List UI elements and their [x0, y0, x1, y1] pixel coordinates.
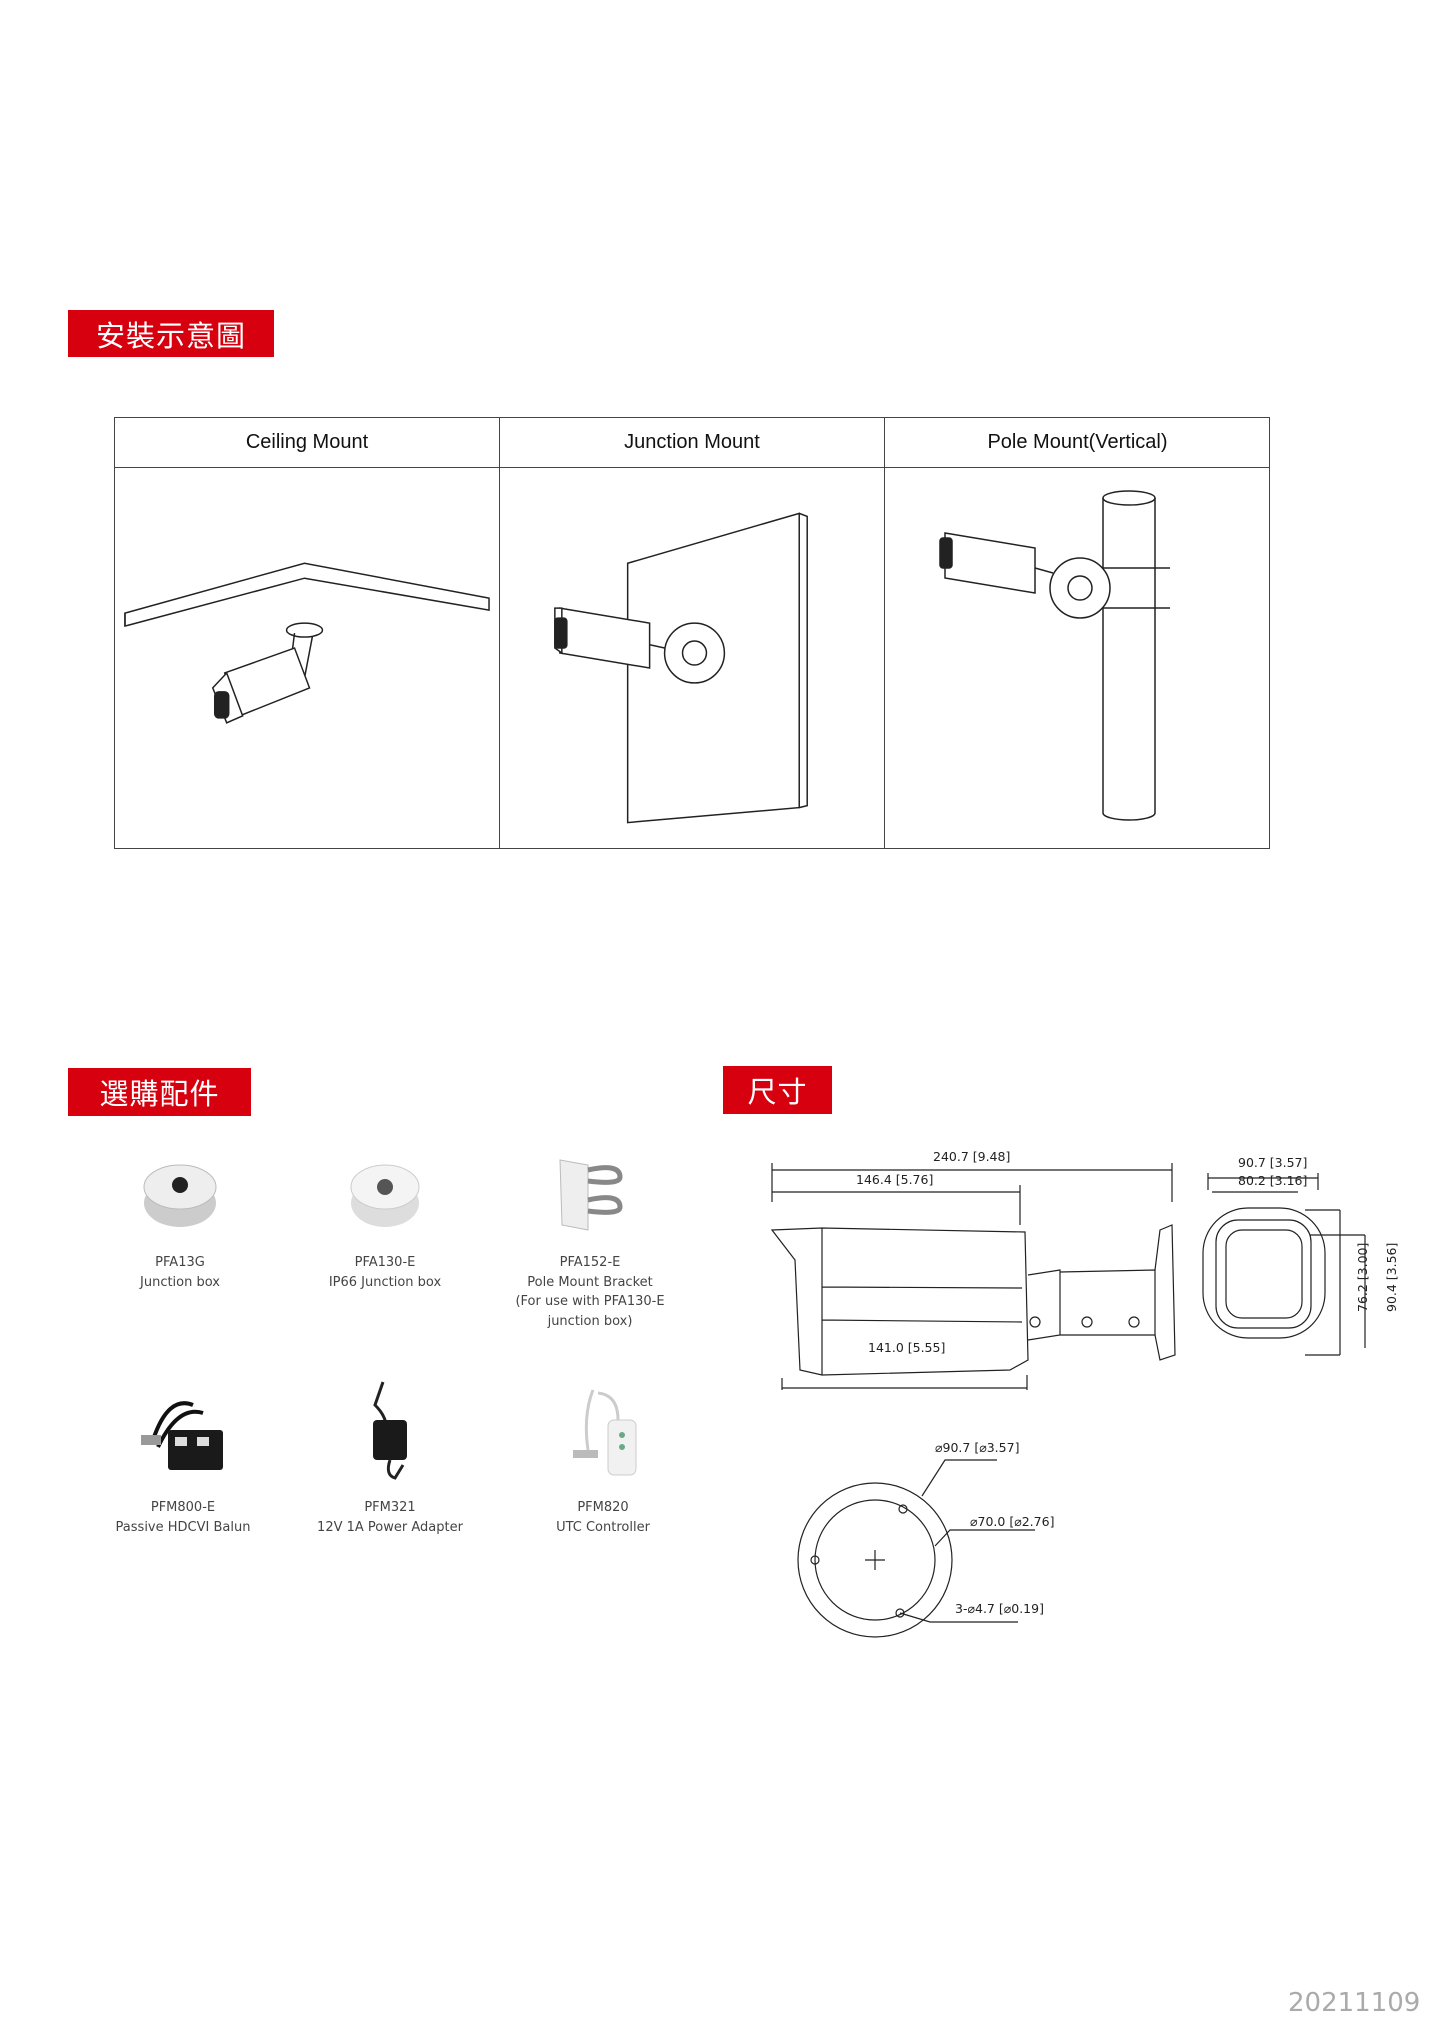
dim-hole-circle: ⌀70.0 [⌀2.76] — [970, 1514, 1055, 1529]
accessory-model: PFA130-E — [354, 1255, 416, 1270]
dim-total-length: 240.7 [9.48] — [933, 1149, 1011, 1164]
accessory-pfm800e: PFM800-E Passive HDCVI Balun — [83, 1385, 283, 1537]
accessory-desc: IP66 Junction box — [328, 1274, 442, 1290]
accessory-model: PFM800-E — [150, 1500, 216, 1515]
utc-controller-icon — [573, 1389, 637, 1476]
dimensions-heading: 尺寸 — [723, 1066, 832, 1114]
dim-bottom-length: 141.0 [5.55] — [868, 1340, 946, 1355]
mount-table: Ceiling Mount Junction Mount Pole Mount(… — [114, 417, 1270, 849]
junction-mount-illustration — [500, 468, 885, 848]
accessory-pfa130e: PFA130-E IP66 Junction box — [285, 1155, 485, 1292]
power-adapter-icon — [373, 1381, 407, 1480]
accessory-pfm820: PFM820 UTC Controller — [503, 1385, 703, 1537]
accessory-desc: (For use with PFA130-E — [515, 1294, 665, 1309]
dim-base-diameter: ⌀90.7 [⌀3.57] — [935, 1440, 1020, 1455]
header-pole-mount: Pole Mount(Vertical) — [885, 418, 1270, 468]
dim-front-height: 90.4 [3.56] — [1384, 1242, 1399, 1312]
pole-mount-illustration — [885, 468, 1270, 848]
ip66-junction-box-icon — [350, 1164, 420, 1227]
accessory-desc: Pole Mount Bracket — [527, 1274, 653, 1290]
accessory-pfa152e: PFA152-E Pole Mount Bracket (For use wit… — [490, 1155, 690, 1331]
accessory-pfm321: PFM321 12V 1A Power Adapter — [290, 1380, 490, 1537]
pole-bracket-icon — [559, 1159, 623, 1231]
accessory-desc: junction box) — [547, 1313, 633, 1329]
camera-side-view-drawing — [770, 1163, 1366, 1390]
balun-icon — [141, 1401, 223, 1470]
dim-inner-height: 76.2 [3.00] — [1355, 1242, 1370, 1312]
accessory-model: PFM820 — [577, 1500, 629, 1515]
mounting-base-drawing — [797, 1459, 1035, 1638]
header-junction-mount: Junction Mount — [500, 418, 885, 468]
document-date: 20211109 — [1288, 1988, 1421, 2018]
accessory-pfa13g: PFA13G Junction box — [80, 1155, 280, 1292]
ceiling-mount-illustration — [115, 468, 500, 848]
accessory-desc: 12V 1A Power Adapter — [317, 1519, 463, 1535]
dim-inner-width: 80.2 [3.16] — [1238, 1173, 1308, 1188]
junction-box-icon — [143, 1164, 217, 1227]
accessory-model: PFA152-E — [559, 1255, 621, 1270]
accessories-heading: 選購配件 — [68, 1068, 251, 1116]
accessory-desc: Passive HDCVI Balun — [115, 1519, 251, 1535]
accessory-desc: UTC Controller — [556, 1519, 650, 1535]
header-ceiling-mount: Ceiling Mount — [115, 418, 500, 468]
dim-front-width: 90.7 [3.57] — [1238, 1155, 1308, 1170]
accessory-model: PFA13G — [155, 1255, 205, 1270]
installation-heading: 安裝示意圖 — [68, 310, 274, 357]
accessory-desc: Junction box — [140, 1274, 220, 1290]
dim-holes: 3-⌀4.7 [⌀0.19] — [955, 1601, 1044, 1616]
accessory-model: PFM321 — [364, 1500, 416, 1515]
dim-body-length: 146.4 [5.76] — [856, 1172, 934, 1187]
